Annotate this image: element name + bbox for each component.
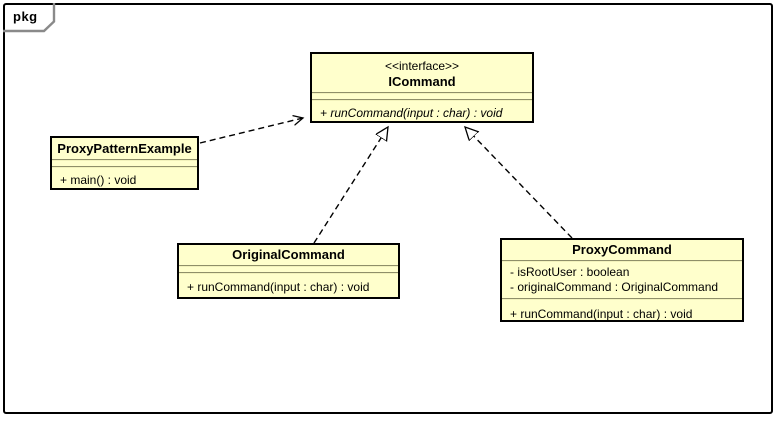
package-tab bbox=[3, 3, 56, 33]
package-name-label: pkg bbox=[13, 9, 38, 24]
class-box-icommand[interactable]: <<interface>> ICommand + runCommand(inpu… bbox=[310, 52, 534, 123]
class-header-icommand: <<interface>> ICommand bbox=[312, 54, 532, 92]
class-box-proxypatternexample[interactable]: ProxyPatternExample + main() : void bbox=[50, 136, 199, 190]
method-label: + runCommand(input : char) : void bbox=[320, 106, 503, 120]
compartment-separator bbox=[52, 159, 197, 161]
method-label: + runCommand(input : char) : void bbox=[510, 306, 693, 321]
class-header-originalcommand: OriginalCommand bbox=[179, 245, 398, 265]
methods-compartment: + runCommand(input : char) : void bbox=[179, 274, 398, 301]
class-header-proxycommand: ProxyCommand bbox=[502, 240, 742, 260]
compartment-separator bbox=[179, 265, 398, 267]
method-label: + main() : void bbox=[60, 173, 137, 187]
compartment-separator bbox=[502, 260, 742, 262]
method-label: + runCommand(input : char) : void bbox=[187, 280, 370, 294]
compartment-separator bbox=[502, 298, 742, 300]
compartment-separator bbox=[312, 92, 532, 94]
package-frame bbox=[3, 3, 773, 414]
compartment-separator bbox=[312, 99, 532, 101]
compartment-separator bbox=[179, 272, 398, 274]
compartment-separator bbox=[52, 166, 197, 168]
class-box-proxycommand[interactable]: ProxyCommand - isRootUser : boolean - or… bbox=[500, 238, 744, 322]
stereotype-label: <<interface>> bbox=[384, 58, 460, 73]
class-box-originalcommand[interactable]: OriginalCommand + runCommand(input : cha… bbox=[177, 243, 400, 299]
class-name: ProxyPatternExample bbox=[57, 140, 192, 156]
class-header-proxypatternexample: ProxyPatternExample bbox=[52, 138, 197, 159]
methods-compartment: + runCommand(input : char) : void bbox=[312, 101, 532, 126]
attributes-compartment: - isRootUser : boolean - originalCommand… bbox=[502, 262, 742, 298]
methods-compartment: + runCommand(input : char) : void bbox=[502, 300, 742, 328]
class-name: OriginalCommand bbox=[232, 247, 345, 262]
package-tab-outline bbox=[3, 3, 56, 33]
class-name: ICommand bbox=[388, 73, 456, 89]
class-name: ProxyCommand bbox=[572, 242, 672, 257]
methods-compartment: + main() : void bbox=[52, 168, 197, 193]
attribute-label: - isRootUser : boolean bbox=[510, 265, 630, 279]
attribute-label: - originalCommand : OriginalCommand bbox=[510, 280, 719, 294]
